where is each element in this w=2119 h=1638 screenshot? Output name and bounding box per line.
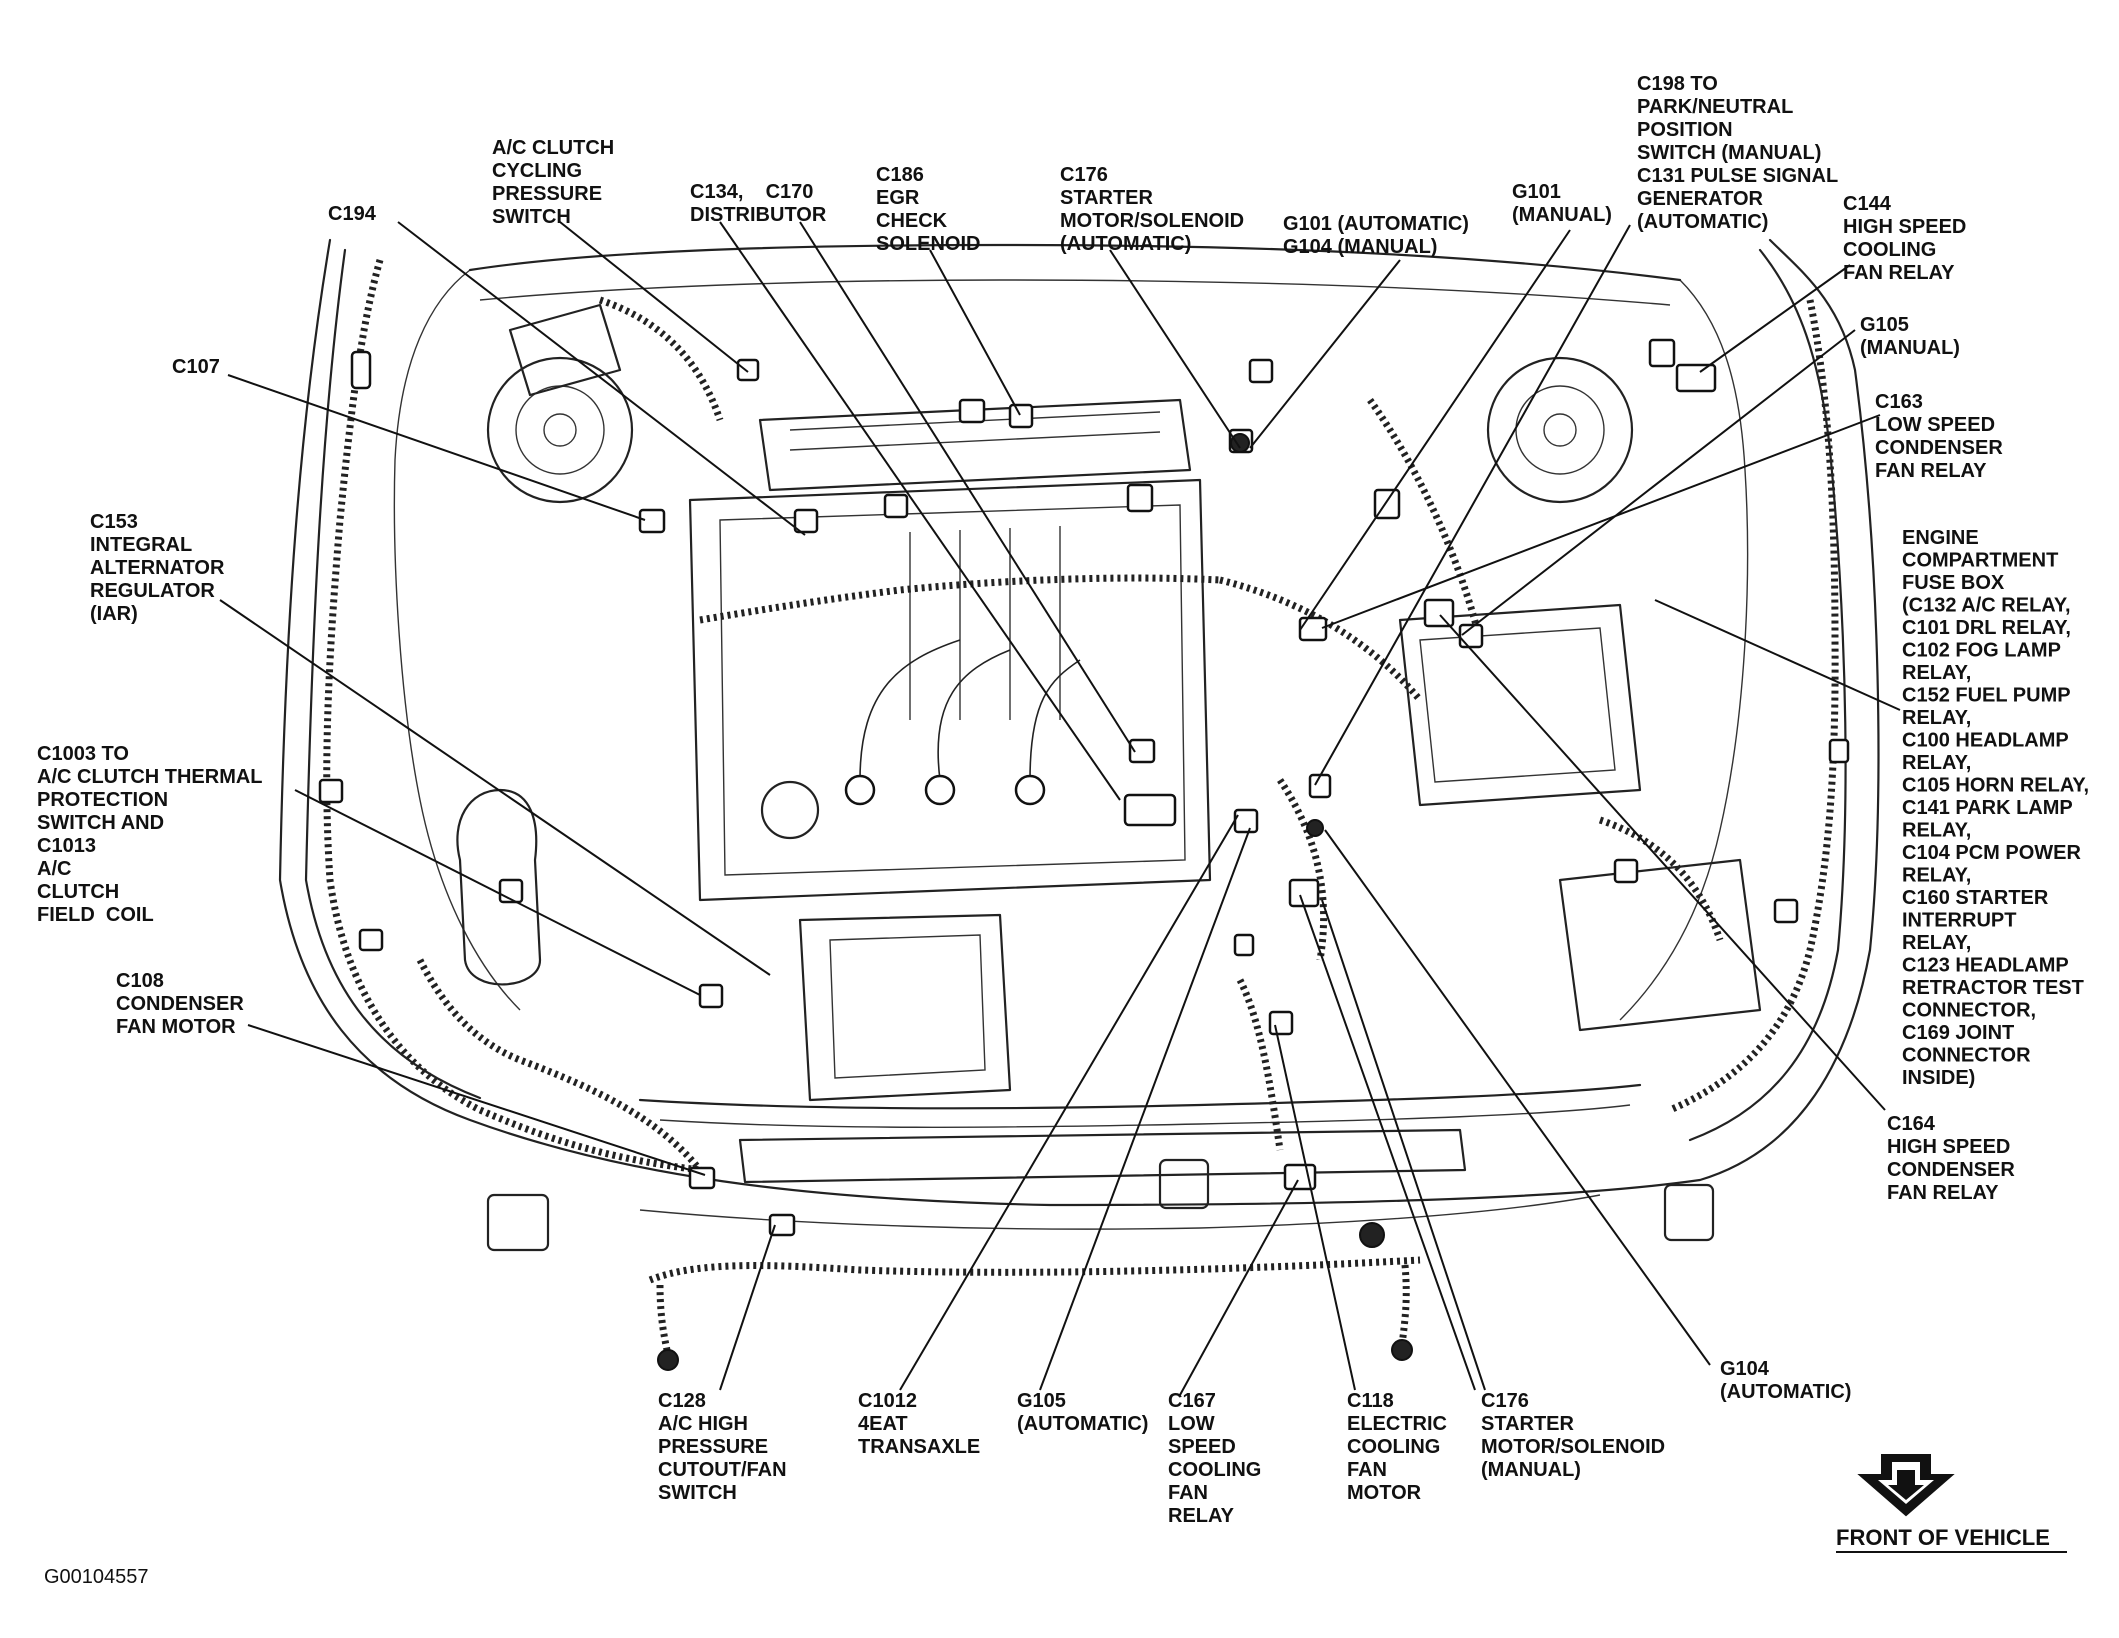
leader-ac-cycling [559, 221, 749, 373]
label-c163: C163 LOW SPEED CONDENSER FAN RELAY [1875, 391, 2008, 482]
label-g101-g104: G101 (AUTOMATIC) G104 (MANUAL) [1283, 213, 1475, 258]
label-c176-auto: C176 STARTER MOTOR/SOLENOID (AUTOMATIC) [1060, 164, 1250, 255]
label-c128: C128 A/C HIGH PRESSURE CUTOUT/FAN SWITCH [658, 1390, 792, 1504]
leader-g101-manual [1299, 229, 1571, 631]
label-g105-manual: G105 (MANUAL) [1860, 314, 1960, 359]
label-ac-cycling: A/C CLUTCH CYCLING PRESSURE SWITCH [492, 137, 620, 228]
leader-fuse-box [1654, 599, 1901, 711]
leader-g104-auto [1324, 829, 1711, 1366]
leader-c153 [219, 599, 771, 976]
label-fuse-box: ENGINE COMPARTMENT FUSE BOX (C132 A/C RE… [1902, 527, 2095, 1089]
label-c186: C186 EGR CHECK SOLENOID [876, 164, 980, 255]
leader-c176-manual-2 [1321, 899, 1486, 1391]
label-c167: C167 LOW SPEED COOLING FAN RELAY [1168, 1390, 1267, 1527]
leader-c108 [247, 1024, 706, 1176]
leader-c163 [1321, 414, 1881, 629]
label-g104-auto: G104 (AUTOMATIC) [1720, 1358, 1851, 1403]
leader-c167 [1179, 1179, 1299, 1396]
leader-c164 [1439, 614, 1886, 1111]
front-of-vehicle-label: FRONT OF VEHICLE [1836, 1525, 2050, 1550]
leader-c128 [719, 1224, 776, 1391]
label-c194: C194 [328, 203, 377, 225]
leader-g105-manual [1461, 329, 1856, 636]
label-c118: C118 ELECTRIC COOLING FAN MOTOR [1347, 1390, 1453, 1504]
engine-bay-drawing [278, 238, 1880, 1252]
label-c1012: C1012 4EAT TRANSAXLE [858, 1390, 980, 1458]
front-of-vehicle-indicator: FRONT OF VEHICLE [1836, 1454, 2067, 1553]
figure-id: G00104557 [44, 1566, 149, 1588]
label-c1003: C1003 TO A/C CLUTCH THERMAL PROTECTION S… [37, 743, 268, 926]
label-c107: C107 [172, 356, 220, 378]
callout-labels: C194 A/C CLUTCH CYCLING PRESSURE SWITCH … [37, 73, 2095, 1527]
wiring-harness [323, 259, 1839, 1356]
leader-c134 [719, 221, 1121, 801]
leader-lines [219, 221, 1901, 1396]
label-g101-manual: G101 (MANUAL) [1512, 181, 1612, 226]
leader-c170 [799, 221, 1136, 753]
label-c108: C108 CONDENSER FAN MOTOR [116, 970, 249, 1038]
leader-c198 [1314, 224, 1631, 786]
leader-c118 [1274, 1024, 1356, 1391]
label-c164: C164 HIGH SPEED CONDENSER FAN RELAY [1887, 1113, 2020, 1204]
leader-c176-auto [1109, 249, 1241, 449]
label-g105-auto: G105 (AUTOMATIC) [1017, 1390, 1148, 1435]
leader-c1012 [899, 814, 1239, 1391]
leader-c186 [929, 249, 1021, 416]
leader-c107 [227, 374, 646, 521]
leader-c194 [397, 221, 806, 536]
leader-c1003 [294, 789, 701, 996]
leader-c144 [1699, 264, 1851, 373]
label-c176-manual: C176 STARTER MOTOR/SOLENOID (MANUAL) [1481, 1390, 1671, 1481]
leader-g101-g104 [1249, 259, 1401, 449]
connectors [318, 338, 1850, 1371]
leader-c176-manual [1299, 894, 1476, 1391]
label-c144: C144 HIGH SPEED COOLING FAN RELAY [1843, 193, 1972, 284]
label-c134-c170: C134, C170 DISTRIBUTOR [690, 181, 827, 226]
label-c198: C198 TO PARK/NEUTRAL POSITION SWITCH (MA… [1637, 73, 1843, 233]
label-c153: C153 INTEGRAL ALTERNATOR REGULATOR (IAR) [90, 511, 230, 625]
leader-g105-auto [1039, 827, 1251, 1391]
